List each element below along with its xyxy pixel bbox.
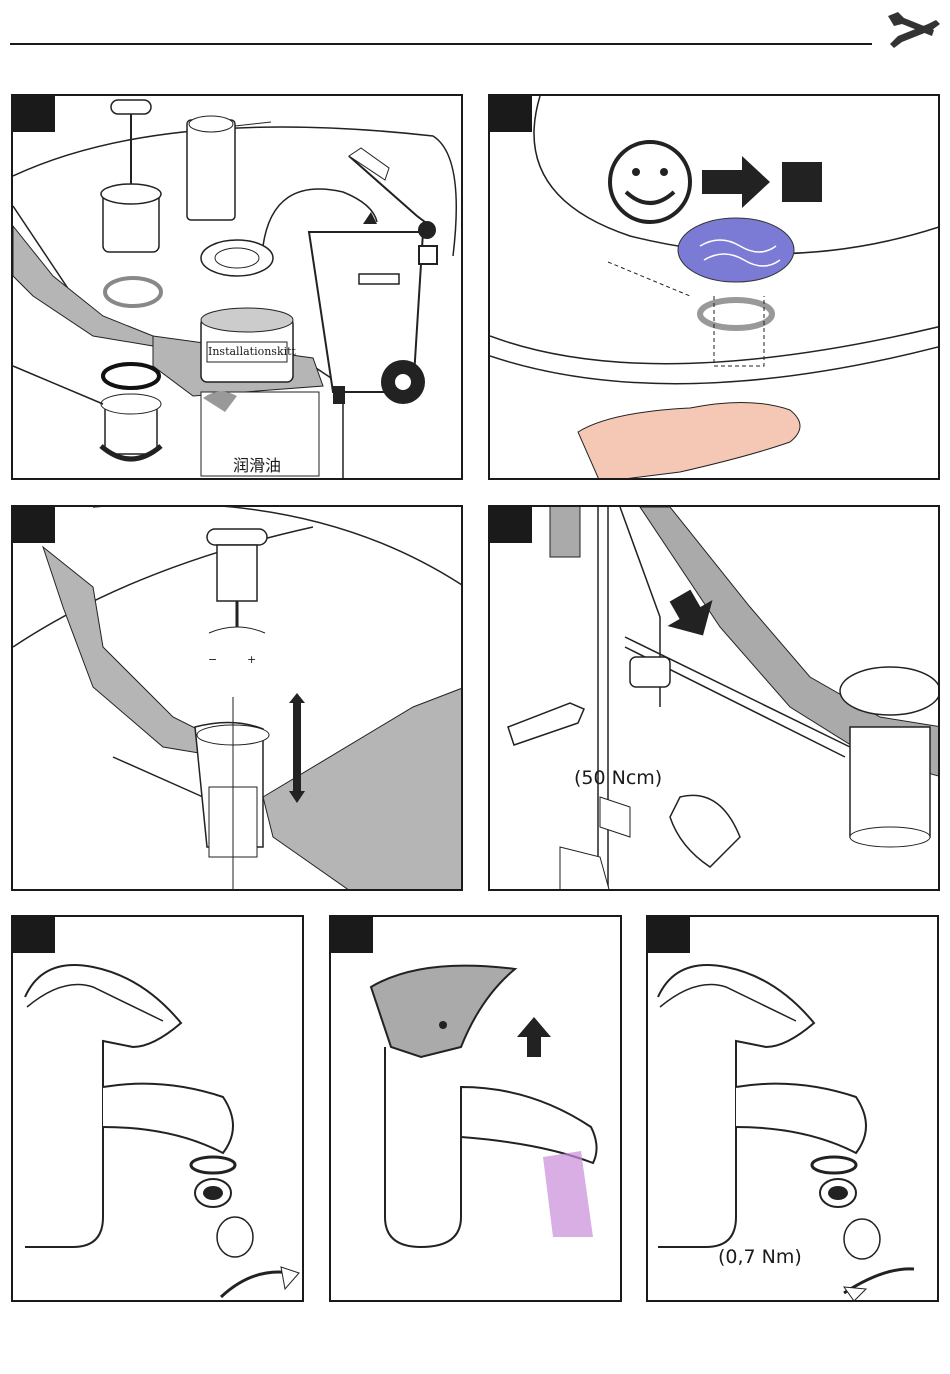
torque-value-label: (50 Ncm) xyxy=(574,767,662,789)
step-panel-7: (0,7 Nm) xyxy=(646,915,939,1302)
step-panel-1: Installationskitt 润滑油 xyxy=(11,94,463,480)
step-panel-4: (50 Ncm) xyxy=(488,505,940,891)
leak-test-illustration xyxy=(490,96,940,480)
step-panel-5 xyxy=(11,915,304,1302)
step-panel-2 xyxy=(488,94,940,480)
decrease-label: − xyxy=(208,653,217,666)
installation-putty-label: Installationskitt xyxy=(208,345,296,358)
aerator-installation-illustration xyxy=(648,917,939,1302)
pop-up-adjustment-illustration xyxy=(13,507,463,891)
lubricant-label: 润滑油 xyxy=(233,452,281,476)
header-rule xyxy=(10,43,872,45)
torque-value-label: (0,7 Nm) xyxy=(718,1246,802,1268)
step-panel-6 xyxy=(329,915,622,1302)
flushing-illustration xyxy=(331,917,622,1302)
aerator-removal-illustration xyxy=(13,917,304,1302)
increase-label: + xyxy=(247,653,256,666)
drain-removal-illustration xyxy=(13,96,463,480)
smiley-icon xyxy=(610,142,690,222)
pull-rod-connection-illustration xyxy=(490,507,940,891)
wrench-screwdriver-icon xyxy=(884,10,942,50)
step-panel-3: − + xyxy=(11,505,463,891)
